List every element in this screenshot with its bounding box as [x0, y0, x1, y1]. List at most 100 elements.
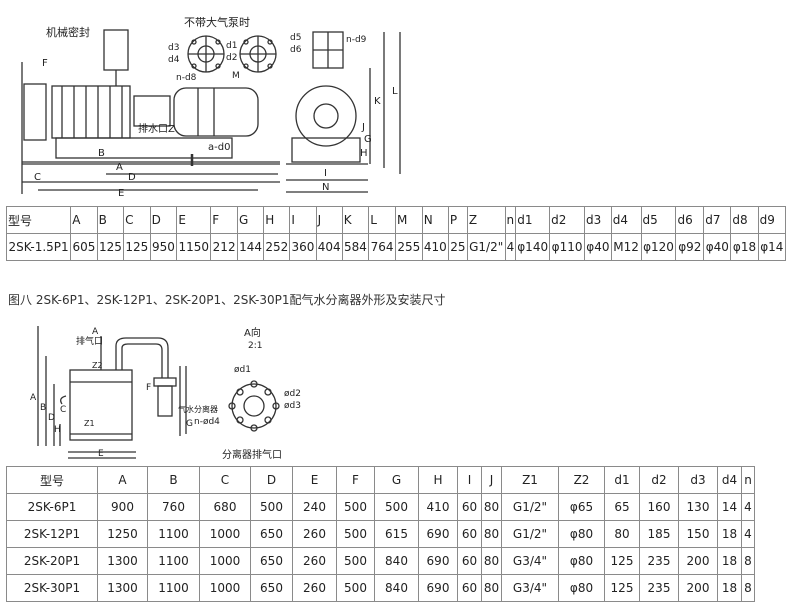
table-cell: 80 — [481, 520, 502, 548]
table-cell: G1/2" — [466, 233, 506, 261]
header-cell: M — [394, 206, 423, 234]
dim-H: H — [360, 148, 368, 159]
table-cell: 1100 — [147, 574, 200, 602]
table-cell: 764 — [368, 233, 396, 261]
header-cell: P — [447, 206, 468, 234]
gas-liquid-label: 气水分离器 — [178, 404, 218, 414]
table-cell: 8 — [741, 574, 755, 602]
header-cell: 型号 — [6, 466, 98, 494]
flange-a-view — [228, 380, 280, 432]
header-cell: d1 — [604, 466, 640, 494]
header-cell: d8 — [730, 206, 759, 234]
table-cell: 212 — [210, 233, 238, 261]
table-cell: 80 — [604, 520, 640, 548]
table-cell: 680 — [199, 493, 251, 521]
separator-tank — [37, 326, 187, 459]
separator-drawing: 排气口 气水分离器 Z2 Z1 A B D C H A F G E A向 2:1… — [8, 316, 338, 462]
flange-view-1 — [187, 35, 225, 73]
table-cell: 240 — [292, 493, 337, 521]
table-cell: 4 — [741, 493, 755, 521]
table-cell: 25 — [447, 233, 468, 261]
drain-label: 排水口Z — [138, 122, 175, 135]
table-cell: 650 — [250, 547, 293, 575]
dim-J: J — [361, 122, 365, 133]
header-cell: A — [70, 206, 98, 234]
table-cell: 584 — [341, 233, 370, 261]
n-d9-label: n-d9 — [346, 35, 367, 45]
table-cell: φ65 — [558, 493, 605, 521]
header-cell: L — [368, 206, 396, 234]
dim-B: B — [40, 403, 46, 413]
dim-G: G — [186, 419, 193, 429]
table-cell: 500 — [336, 493, 375, 521]
header-cell: n — [504, 206, 517, 234]
table-cell: 235 — [639, 547, 679, 575]
table-cell: 60 — [457, 520, 482, 548]
dim-E: E — [98, 449, 104, 459]
dim-N: N — [322, 182, 329, 193]
table-cell: 18 — [717, 574, 742, 602]
n-d8-label: n-d8 — [176, 73, 197, 83]
table-cell: 125 — [123, 233, 151, 261]
table-cell: 60 — [457, 547, 482, 575]
table-cell: 650 — [250, 574, 293, 602]
table-cell: φ40 — [703, 233, 732, 261]
table-cell: φ18 — [730, 233, 759, 261]
table-cell: φ80 — [558, 574, 605, 602]
table-cell: 2SK-12P1 — [6, 520, 98, 548]
header-cell: I — [457, 466, 482, 494]
dim-L: L — [392, 86, 398, 97]
table-cell: 500 — [250, 493, 293, 521]
table-cell: 650 — [250, 520, 293, 548]
d6-label: d6 — [290, 45, 302, 55]
table-cell: 255 — [394, 233, 423, 261]
table-cell: 840 — [374, 547, 419, 575]
header-cell: d9 — [757, 206, 786, 234]
d3-label: d3 — [168, 43, 179, 53]
header-cell: G — [236, 206, 265, 234]
table-cell: φ80 — [558, 520, 605, 548]
table-cell: 1000 — [199, 547, 251, 575]
table-cell: 4 — [504, 233, 517, 261]
header-cell: B — [96, 206, 125, 234]
dim-D: D — [48, 413, 55, 423]
table-cell: G1/2" — [501, 493, 559, 521]
table-cell: 605 — [70, 233, 98, 261]
header-cell: K — [341, 206, 370, 234]
pump-front-view — [286, 31, 401, 193]
pump-side-view — [21, 29, 280, 194]
table-cell: 125 — [604, 574, 640, 602]
table-cell: G3/4" — [501, 547, 559, 575]
dim-A-top: A — [92, 327, 99, 337]
flange-view-2 — [239, 35, 277, 73]
table-cell: 60 — [457, 574, 482, 602]
table-cell: 2SK-1.5P1 — [5, 233, 72, 261]
table-cell: 1100 — [147, 520, 200, 548]
table-cell: 690 — [418, 520, 458, 548]
table-cell: 80 — [481, 547, 502, 575]
table-cell: 18 — [717, 520, 742, 548]
table-cell: 252 — [263, 233, 291, 261]
header-cell: d5 — [640, 206, 677, 234]
d5-label: d5 — [290, 33, 301, 43]
dim-Z2: Z2 — [92, 361, 103, 370]
table-cell: 1250 — [97, 520, 148, 548]
header-cell: d3 — [584, 206, 612, 234]
table-cell: 410 — [418, 493, 458, 521]
table-cell: 125 — [604, 547, 640, 575]
d1-label: d1 — [226, 41, 237, 51]
table-cell: φ40 — [584, 233, 612, 261]
table-cell: 144 — [236, 233, 265, 261]
table-cell: 65 — [604, 493, 640, 521]
d2-label: d2 — [226, 53, 237, 63]
header-cell: F — [336, 466, 375, 494]
header-cell: J — [315, 206, 343, 234]
table-cell: 235 — [639, 574, 679, 602]
header-cell: A — [97, 466, 148, 494]
n-d4-label: n-ød4 — [194, 417, 220, 427]
